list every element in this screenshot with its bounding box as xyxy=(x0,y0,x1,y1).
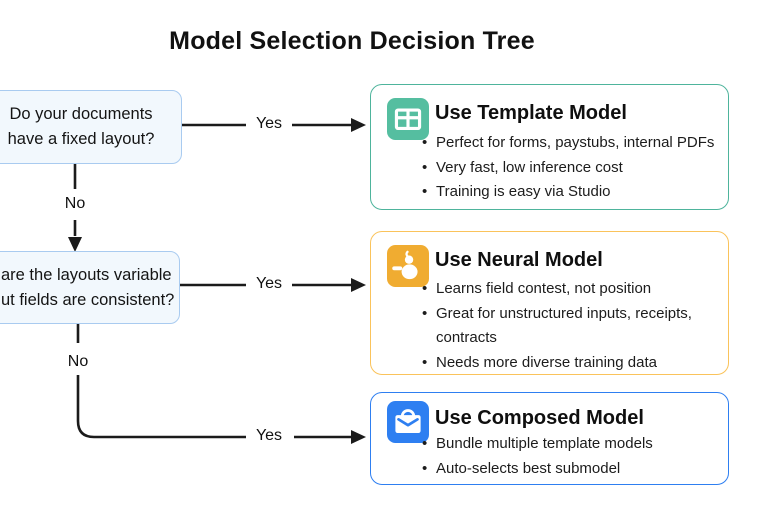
page-title: Model Selection Decision Tree xyxy=(169,27,535,55)
yes-label-1: Yes xyxy=(255,115,283,132)
bullet-item: Great for unstructured inputs, receipts,… xyxy=(421,302,721,351)
decision-text-line: have a fixed layout? xyxy=(7,130,155,148)
card-bullet-list: Perfect for forms, paystubs, internal PD… xyxy=(421,131,721,205)
no-label-1: No xyxy=(64,195,86,212)
bullet-item: Very fast, low inference cost xyxy=(421,156,721,181)
bullet-item: Perfect for forms, paystubs, internal PD… xyxy=(421,131,721,156)
arrowhead-right xyxy=(351,430,366,444)
card-bullet-list: Bundle multiple template models Auto-sel… xyxy=(421,432,721,481)
arrow-elbow-segment xyxy=(76,375,246,439)
yes-label-2: Yes xyxy=(255,275,283,292)
decision-text-line: are the layouts variable xyxy=(1,265,172,284)
card-2: Use Neural Model Learns field contest, n… xyxy=(370,231,729,375)
bullet-item: Learns field contest, not position xyxy=(421,277,721,302)
card-title: Use Neural Model xyxy=(435,249,603,271)
decision-text-line: ut fields are consistent? xyxy=(1,290,175,309)
card-1: Use Template Model Perfect for forms, pa… xyxy=(370,84,729,210)
card-bullet-list: Learns field contest, not position Great… xyxy=(421,277,721,375)
card-3: Use Composed Model Bundle multiple templ… xyxy=(370,392,729,485)
arrowhead-down xyxy=(68,237,82,252)
yes-label-3: Yes xyxy=(255,427,283,444)
decision-text-line: Do your documents xyxy=(9,105,153,123)
card-title: Use Template Model xyxy=(435,102,627,124)
table-grid-icon xyxy=(387,98,429,140)
bullet-item: Needs more diverse training data xyxy=(421,351,721,376)
no-label-2: No xyxy=(67,353,89,370)
bullet-item: Bundle multiple template models xyxy=(421,432,721,457)
arrowhead-right xyxy=(351,118,366,132)
decision-box-variable-layout: are the layouts variable ut fields are c… xyxy=(0,251,180,324)
bullet-item: Training is easy via Studio xyxy=(421,180,721,205)
bundle-mail-icon xyxy=(387,401,429,443)
neural-brain-icon xyxy=(387,245,429,287)
card-title: Use Composed Model xyxy=(435,407,644,429)
decision-box-fixed-layout: Do your documents have a fixed layout? xyxy=(0,90,182,164)
bullet-item: Auto-selects best submodel xyxy=(421,457,721,482)
arrowhead-right xyxy=(351,278,366,292)
